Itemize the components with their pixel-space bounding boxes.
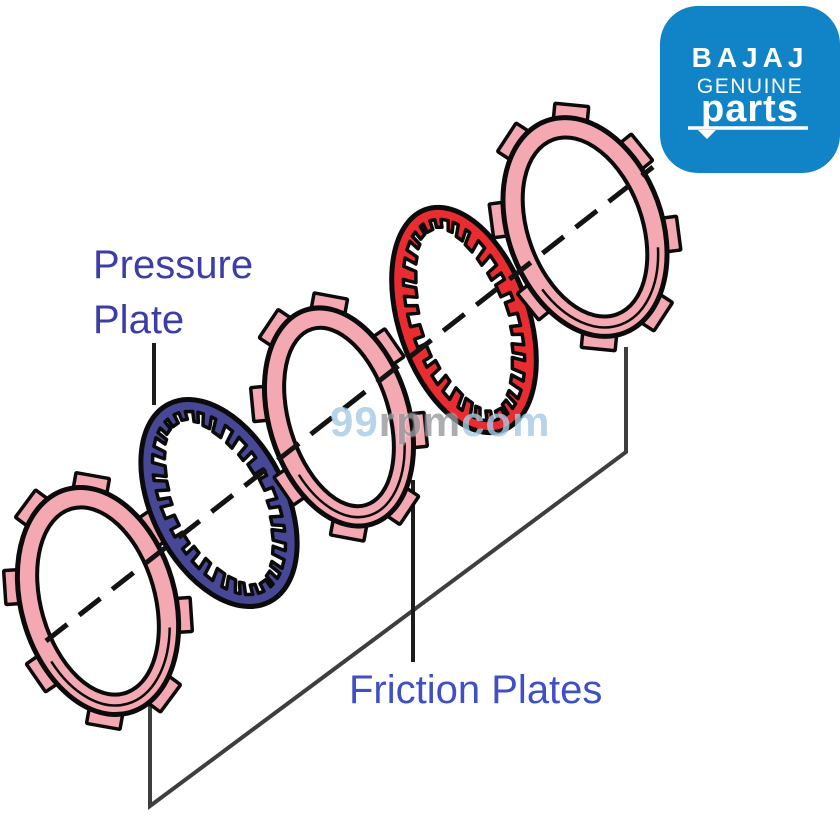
pressure-plate-label-line1: Pressure: [93, 243, 254, 287]
bajaj-genuine-parts-logo: BAJAJ GENUINE parts: [660, 6, 840, 173]
logo-underline-icon: [688, 126, 808, 139]
logo-parts-text: parts: [701, 88, 799, 130]
logo-brand-text: BAJAJ: [691, 42, 809, 73]
friction-plates-label: Friction Plates: [349, 668, 603, 712]
pressure-plate-label: Pressure Plate: [93, 238, 253, 348]
steel-plate-red: [389, 204, 539, 436]
mounting-panel-outline: [148, 347, 628, 810]
friction-plate-middle: [248, 291, 430, 543]
logo-genuine-text: GENUINE: [696, 75, 804, 98]
watermark-part3: com: [461, 398, 551, 445]
watermark-part1: 99: [330, 398, 379, 445]
friction-plate-front: [487, 101, 683, 353]
watermark-99rpm: 99rpmcom: [330, 398, 550, 446]
center-axis-dashed-line: [44, 165, 655, 643]
pressure-plate-label-line2: Plate: [93, 298, 185, 342]
watermark-part2: rpm: [378, 398, 462, 445]
